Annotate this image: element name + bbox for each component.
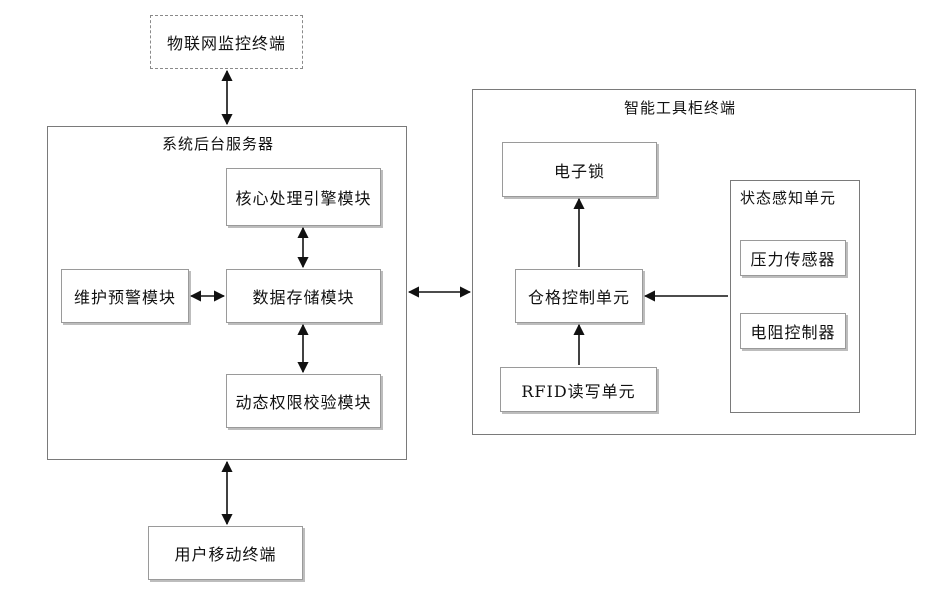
system-architecture-diagram: 系统后台服务器 智能工具柜终端 状态感知单元 物联网监控终端 核心处理引擎模块 … (0, 0, 935, 606)
connection-arrows (0, 0, 935, 606)
